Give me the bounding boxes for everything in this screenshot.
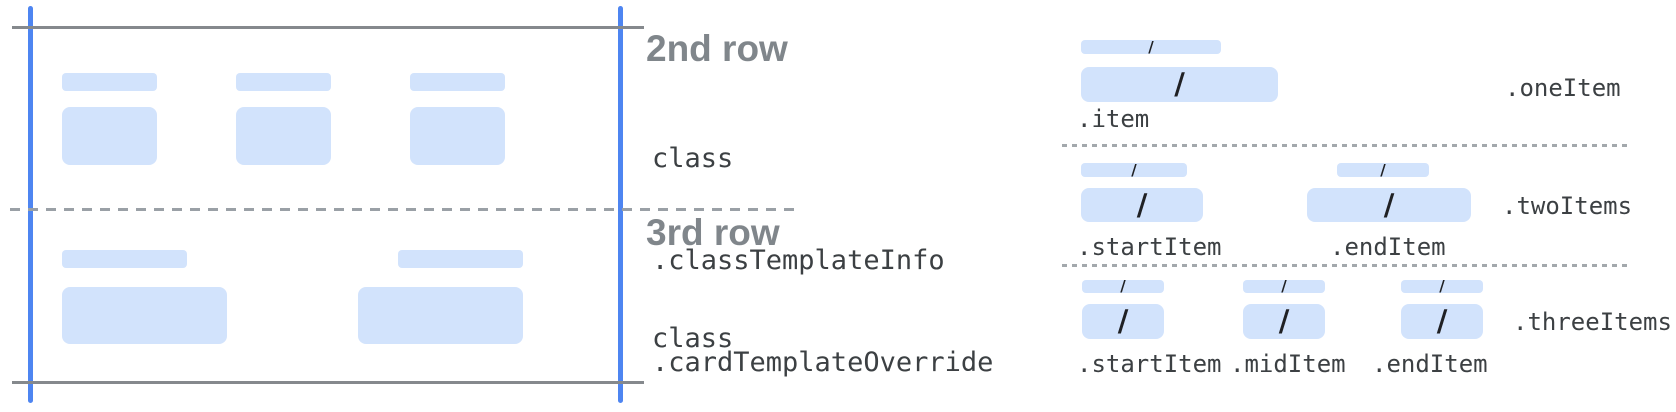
end-item-label: .endItem: [1330, 233, 1446, 261]
start-item-label: .startItem: [1077, 233, 1222, 261]
slot-body-bar: /: [1243, 304, 1325, 339]
slot-body-bar: /: [1081, 67, 1278, 102]
mid-item-label: .midItem: [1230, 350, 1346, 378]
third-row-slots-heading-bar: [62, 250, 187, 268]
third-row-slots-body-bar: [358, 287, 523, 344]
class-path-line: class: [652, 143, 734, 174]
item-label: .item: [1077, 105, 1150, 133]
slot-body-bar: /: [1307, 188, 1471, 222]
slash-glyph: /: [1120, 277, 1126, 295]
second-row-slots-heading-bar: [62, 73, 157, 91]
class-path-line: .classTemplateInfo: [652, 245, 945, 276]
row-divider-dashed-line: [10, 208, 800, 211]
slot-heading-bar: /: [1337, 160, 1429, 179]
second-row-class-path: class .classTemplateInfo .cardTemplateOv…: [652, 74, 1042, 412]
row-separator-dotted-line: [1062, 264, 1628, 267]
slash-glyph: /: [1148, 37, 1154, 56]
slash-glyph: /: [1380, 160, 1386, 179]
slash-glyph: /: [1436, 304, 1448, 338]
class-path-line: class: [652, 323, 734, 354]
slash-glyph: /: [1117, 304, 1129, 338]
slash-glyph: /: [1174, 67, 1185, 101]
start-item-label: .startItem: [1077, 350, 1222, 378]
row-boundary-line: [12, 381, 644, 384]
slash-glyph: /: [1131, 160, 1137, 179]
third-row-slots-heading-bar: [398, 250, 523, 268]
one-item-row-label: .oneItem: [1505, 74, 1621, 102]
slot-body-bar: /: [1081, 188, 1203, 222]
second-row-slots-heading-bar: [410, 73, 505, 91]
third-row-slots-body-bar: [62, 287, 227, 344]
slash-glyph: /: [1278, 304, 1290, 338]
slot-heading-bar: /: [1081, 160, 1187, 179]
second-row-slots-heading-bar: [236, 73, 331, 91]
row-boundary-line: [12, 26, 644, 29]
slot-body-bar: /: [1082, 304, 1164, 339]
slot-body-bar: /: [1401, 304, 1483, 339]
row-separator-dotted-line: [1062, 144, 1628, 147]
second-row-slots-body-bar: [236, 107, 331, 165]
third-row-heading: 3rd row: [646, 212, 780, 253]
slash-glyph: /: [1383, 187, 1395, 222]
card-edge-line: [618, 6, 623, 403]
card-edge-line: [28, 6, 33, 403]
slash-glyph: /: [1439, 277, 1445, 295]
two-items-row-label: .twoItems: [1502, 192, 1633, 220]
second-row-heading: 2nd row: [646, 28, 788, 69]
slash-glyph: /: [1136, 187, 1148, 222]
third-row-class-path: class .classTemplateInfo .cardTemplateOv…: [652, 254, 1042, 412]
end-item-label: .endItem: [1372, 350, 1488, 378]
slash-glyph: /: [1281, 277, 1287, 295]
class-path-line: .cardTemplateOverride: [652, 347, 994, 378]
three-items-row-label: .threeItems: [1513, 308, 1672, 336]
second-row-slots-body-bar: [62, 107, 157, 165]
slot-heading-bar: /: [1401, 277, 1483, 295]
slot-heading-bar: /: [1082, 277, 1164, 295]
slot-heading-bar: /: [1081, 37, 1221, 56]
second-row-slots-body-bar: [410, 107, 505, 165]
slot-heading-bar: /: [1243, 277, 1325, 295]
